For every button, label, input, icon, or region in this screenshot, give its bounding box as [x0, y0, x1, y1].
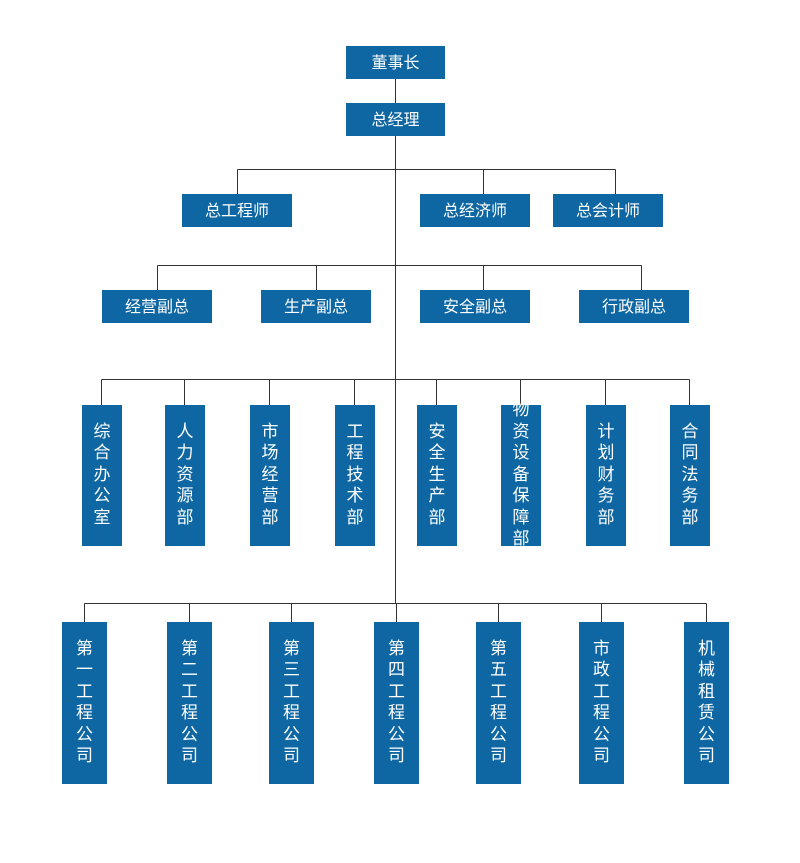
company-label: 第二工程公司	[181, 638, 198, 767]
vp-node: 经营副总	[102, 290, 212, 323]
department-label: 安全生产部	[428, 421, 446, 528]
department-label: 计划财务部	[597, 421, 615, 528]
company-node: 机械租赁公司	[684, 622, 729, 784]
department-node: 工程技术部	[335, 405, 375, 546]
department-label: 市场经营部	[261, 421, 279, 528]
company-label: 第四工程公司	[388, 638, 405, 767]
company-label: 机械租赁公司	[698, 638, 715, 767]
company-node: 市政工程公司	[579, 622, 624, 784]
department-label: 物资设备保障部	[512, 400, 530, 550]
general-manager-node: 总经理	[346, 103, 445, 136]
department-node: 安全生产部	[417, 405, 457, 546]
chief-engineer-node: 总工程师	[182, 194, 292, 227]
department-label: 综合办公室	[93, 421, 111, 528]
company-node: 第二工程公司	[167, 622, 212, 784]
company-node: 第一工程公司	[62, 622, 107, 784]
department-label: 合同法务部	[681, 421, 699, 528]
company-label: 第五工程公司	[490, 638, 507, 767]
company-node: 第四工程公司	[374, 622, 419, 784]
department-node: 计划财务部	[586, 405, 626, 546]
company-label: 第三工程公司	[283, 638, 300, 767]
department-node: 合同法务部	[670, 405, 710, 546]
company-label: 市政工程公司	[593, 638, 610, 767]
company-node: 第三工程公司	[269, 622, 314, 784]
company-node: 第五工程公司	[476, 622, 521, 784]
department-node: 人力资源部	[165, 405, 205, 546]
department-node: 物资设备保障部	[501, 400, 541, 549]
vp-node: 行政副总	[579, 290, 689, 323]
chief-economist-node: 总经济师	[420, 194, 530, 227]
chairman-node: 董事长	[346, 46, 445, 79]
department-node: 综合办公室	[82, 405, 122, 546]
department-label: 工程技术部	[346, 421, 364, 528]
chief-accountant-node: 总会计师	[553, 194, 663, 227]
vp-node: 安全副总	[420, 290, 530, 323]
vp-node: 生产副总	[261, 290, 371, 323]
department-node: 市场经营部	[250, 405, 290, 546]
department-label: 人力资源部	[176, 421, 194, 528]
company-label: 第一工程公司	[76, 638, 93, 767]
